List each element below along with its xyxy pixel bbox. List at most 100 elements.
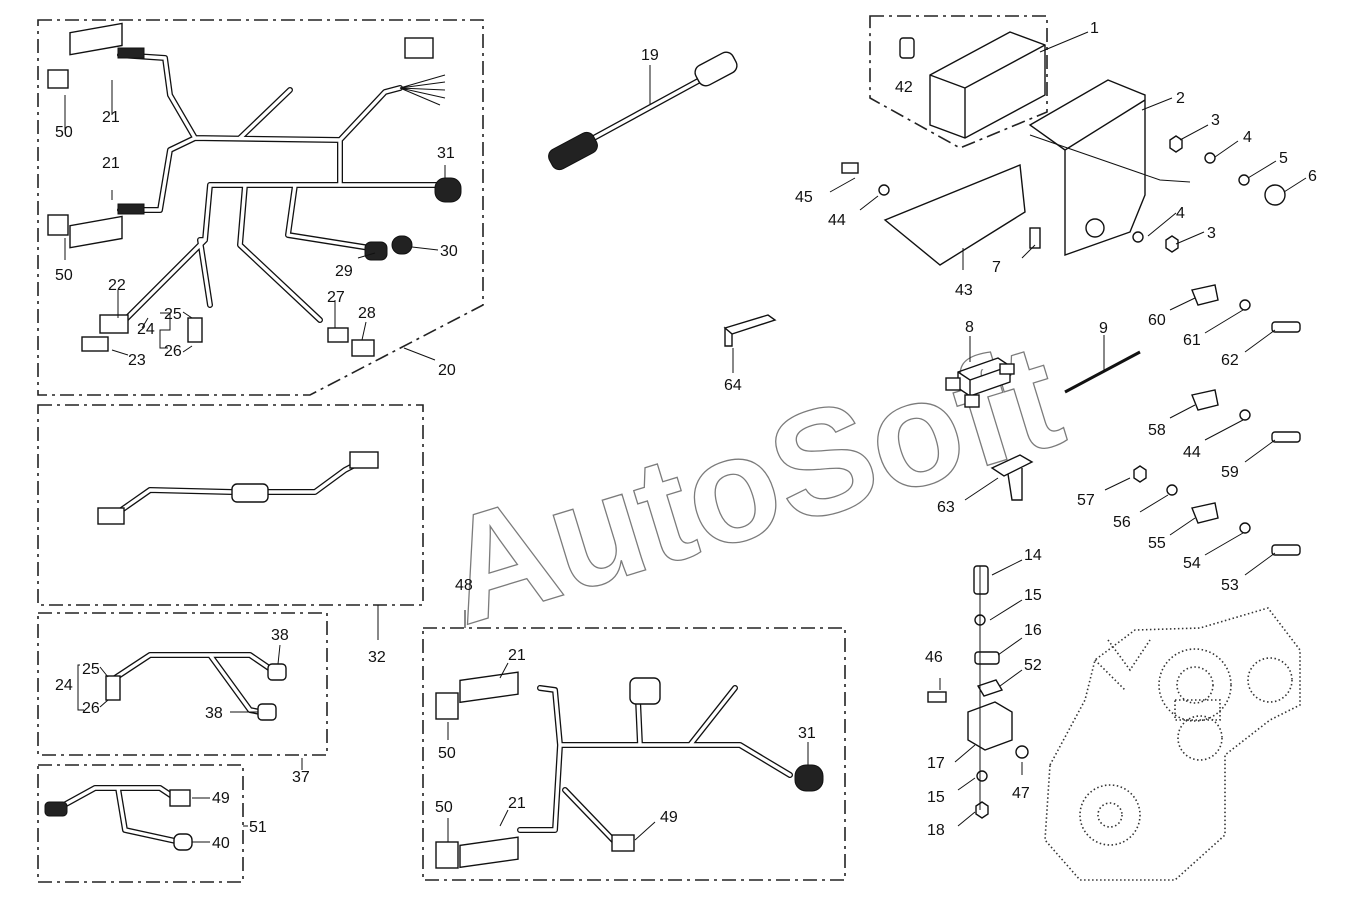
callout-44: 44: [828, 212, 846, 229]
part-64: 64: [723, 314, 777, 394]
washer-44: [878, 184, 890, 196]
callout-59: 59: [1221, 464, 1239, 481]
knob-6: [1264, 184, 1286, 206]
callout-26: 26: [164, 343, 182, 360]
washer-4-bottom: [1132, 231, 1144, 243]
harness-assembly-51: 49 40 51: [37, 764, 267, 883]
clamp-group-55: 57 56 55 54 53: [1077, 465, 1301, 594]
bracket-17: [967, 701, 1013, 751]
nut-3-top: [1169, 135, 1183, 153]
callout-61: 61: [1183, 332, 1201, 349]
callout-7: 7: [992, 259, 1001, 276]
plug-top-right: [404, 37, 434, 59]
callout-3: 3: [1207, 225, 1216, 242]
callout-21: 21: [102, 155, 120, 172]
callout-47: 47: [1012, 785, 1030, 802]
callout-40: 40: [212, 835, 230, 852]
round-plug: [44, 801, 68, 817]
callout-44: 44: [1183, 444, 1201, 461]
washer-5: [1238, 174, 1250, 186]
washer-47: [1015, 745, 1029, 759]
connector-49: [169, 789, 191, 807]
callout-4: 4: [1176, 205, 1185, 222]
clamp-group-58: 58 44 59: [1148, 389, 1301, 481]
harness-20-wires: [117, 52, 448, 323]
screw-14: [973, 565, 989, 595]
nut-18: [975, 801, 989, 819]
callout-21: 21: [508, 795, 526, 812]
valve-block-8: 8: [945, 319, 1015, 408]
connector-23: [81, 336, 109, 352]
connector-49: [611, 834, 635, 852]
harness-20-frame: [37, 19, 484, 396]
callout-38: 38: [205, 705, 223, 722]
plug-38-upper: [267, 663, 287, 681]
callout-25: 25: [164, 306, 182, 323]
clamp-group-60: 60 61 62: [1148, 284, 1301, 369]
bracket-63: 63: [937, 454, 1034, 516]
callout-24: 24: [137, 321, 155, 338]
callout-18: 18: [927, 822, 945, 839]
round-connector-31: [434, 177, 462, 203]
callout-53: 53: [1221, 577, 1239, 594]
callout-2: 2: [1176, 90, 1185, 107]
callout-23: 23: [128, 352, 146, 369]
callout-50: 50: [55, 267, 73, 284]
harness-37-frame: [37, 612, 328, 756]
callout-52: 52: [1024, 657, 1042, 674]
callout-49: 49: [660, 809, 678, 826]
callout-1: 1: [1090, 20, 1099, 37]
callout-9: 9: [1099, 320, 1108, 337]
callout-56: 56: [1113, 514, 1131, 531]
callout-62: 62: [1221, 352, 1239, 369]
callout-57: 57: [1077, 492, 1095, 509]
connector-right: [349, 451, 379, 469]
bracket-2: [1028, 79, 1146, 256]
connector-40: [173, 833, 193, 851]
inline-module: [231, 483, 269, 503]
control-box-frame: [869, 15, 1048, 149]
callout-15: 15: [1024, 587, 1042, 604]
shim-52: [976, 679, 1004, 697]
callout-50: 50: [438, 745, 456, 762]
callout-31: 31: [437, 145, 455, 162]
callout-4: 4: [1243, 129, 1252, 146]
ecu-connector-21-upper: [459, 671, 519, 704]
callout-60: 60: [1148, 312, 1166, 329]
callout-19: 19: [641, 47, 659, 64]
callout-45: 45: [795, 189, 813, 206]
plug-29: [364, 241, 388, 261]
harness-assembly-48: 48 21 50 31 50 21 49: [422, 577, 846, 881]
connector-22: [99, 314, 129, 334]
callout-21: 21: [508, 647, 526, 664]
callout-54: 54: [1183, 555, 1201, 572]
callout-3: 3: [1211, 112, 1220, 129]
screw-45: [841, 162, 859, 174]
harness-32-frame: [37, 404, 424, 606]
callout-37: 37: [292, 769, 310, 786]
callout-5: 5: [1279, 150, 1288, 167]
housing-50-lower: [435, 841, 459, 869]
housing-50-upper: [435, 692, 459, 720]
cable-tie-9: 9: [1064, 320, 1141, 394]
cap-30: [391, 235, 413, 255]
harness-48-frame: [422, 627, 846, 881]
callout-48: 48: [455, 577, 473, 594]
callout-50: 50: [55, 124, 73, 141]
callout-8: 8: [965, 319, 974, 336]
elbow-connector: [629, 677, 661, 705]
callout-63: 63: [937, 499, 955, 516]
ecu-connector-21-lower: [459, 836, 519, 869]
callout-22: 22: [108, 277, 126, 294]
control-box-1: [929, 31, 1046, 139]
callout-46: 46: [925, 649, 943, 666]
bolt-7: [1029, 227, 1041, 249]
callout-51: 51: [249, 819, 267, 836]
callout-15: 15: [927, 789, 945, 806]
plug-38-lower: [257, 703, 277, 721]
connector-left: [97, 507, 125, 525]
washer-4-top: [1204, 152, 1216, 164]
callout-27: 27: [327, 289, 345, 306]
callout-26: 26: [82, 700, 100, 717]
callout-14: 14: [1024, 547, 1042, 564]
